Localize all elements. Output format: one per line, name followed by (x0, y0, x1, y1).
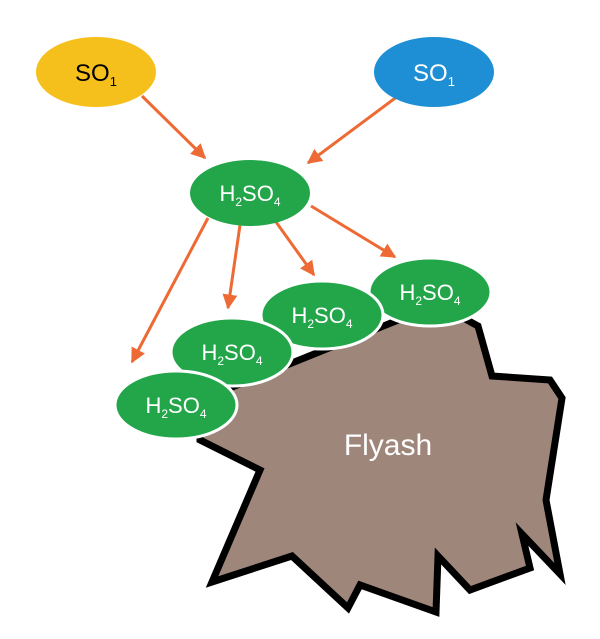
svg-text:H2SO4: H2SO4 (145, 393, 206, 421)
arrow-right-source-to-center (306, 94, 399, 165)
h2so4-adsorbed-3: H2SO4 (259, 279, 385, 351)
flyash-label: Flyash (344, 429, 432, 462)
h2so4-2-so-sub: 4 (256, 354, 263, 368)
h2so4-adsorbed-2: H2SO4 (169, 316, 295, 388)
so1-left-node: SO1 (36, 37, 156, 107)
h2so4-adsorbed-1: H2SO4 (113, 369, 239, 441)
so1-right-base: SO (413, 60, 448, 87)
h2so4-1-h: H (145, 393, 161, 418)
arrow-left-source-to-center (140, 94, 207, 160)
arrow-center-to-molecule-2 (222, 224, 242, 310)
h2so4-3-h-sub: 2 (307, 317, 314, 331)
h2so4-4-h: H (399, 280, 415, 305)
h2so4-1-so-sub: 4 (200, 407, 207, 421)
h2so4-center-so: SO (242, 181, 274, 206)
flyash-particle (196, 300, 566, 617)
h2so4-2-so: SO (224, 340, 256, 365)
h2so4-2-h: H (201, 340, 217, 365)
h2so4-1-h-sub: 2 (161, 407, 168, 421)
arrows (130, 94, 399, 364)
svg-text:SO1: SO1 (75, 60, 117, 89)
h2so4-adsorbed-4: H2SO4 (367, 256, 493, 328)
svg-text:H2SO4: H2SO4 (291, 303, 352, 331)
h2so4-4-so: SO (422, 280, 454, 305)
h2so4-center-so-sub: 4 (274, 195, 281, 209)
arrow-center-to-molecule-3 (274, 221, 316, 277)
h2so4-3-so: SO (314, 303, 346, 328)
arrow-center-to-molecule-4 (310, 204, 397, 259)
h2so4-1-so: SO (168, 393, 200, 418)
arrow-center-to-molecule-1 (130, 217, 210, 364)
so1-left-base: SO (75, 60, 110, 87)
so1-right-node: SO1 (374, 37, 494, 107)
svg-text:H2SO4: H2SO4 (219, 181, 280, 209)
svg-text:H2SO4: H2SO4 (399, 280, 460, 308)
h2so4-center-node: H2SO4 (190, 160, 310, 226)
h2so4-3-so-sub: 4 (346, 317, 353, 331)
svg-text:H2SO4: H2SO4 (201, 340, 262, 368)
h2so4-center-h: H (219, 181, 235, 206)
h2so4-4-so-sub: 4 (454, 294, 461, 308)
so1-left-sub: 1 (110, 74, 117, 89)
h2so4-3-h: H (291, 303, 307, 328)
h2so4-4-h-sub: 2 (415, 294, 422, 308)
h2so4-2-h-sub: 2 (217, 354, 224, 368)
so1-right-sub: 1 (448, 74, 455, 89)
svg-text:SO1: SO1 (413, 60, 455, 89)
h2so4-center-h-sub: 2 (235, 195, 242, 209)
